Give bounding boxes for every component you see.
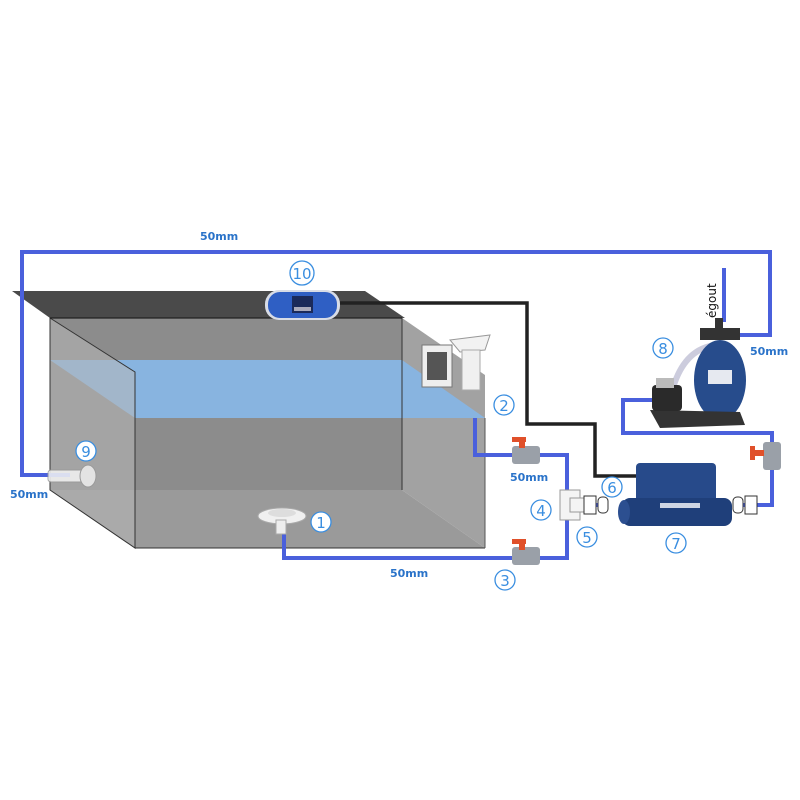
callout-8: 8 (652, 337, 674, 359)
callout-1: 1 (310, 511, 332, 533)
sand-filter-pump (650, 318, 746, 428)
control-panel (265, 290, 340, 320)
svg-text:7: 7 (671, 535, 681, 553)
callout-4: 4 (530, 499, 552, 521)
heater-to-pump-pipe (621, 398, 774, 507)
pipe-label-skimmer: 50mm (510, 471, 548, 484)
svg-text:9: 9 (81, 443, 91, 461)
control-cable (340, 301, 640, 478)
skimmer (421, 334, 491, 391)
callout-10: 10 (289, 260, 315, 286)
callout-7: 7 (665, 532, 687, 554)
pipe-label-filter: 50mm (750, 345, 788, 358)
tee-fitting (559, 489, 585, 521)
svg-text:1: 1 (316, 514, 326, 532)
callout-5: 5 (576, 526, 598, 548)
pipe-label-top: 50mm (200, 230, 238, 243)
valve-return (750, 442, 781, 470)
return-pipe (20, 250, 772, 477)
svg-text:2: 2 (499, 397, 509, 415)
callout-6: 6 (601, 476, 623, 498)
svg-text:6: 6 (607, 479, 617, 497)
svg-text:3: 3 (500, 572, 510, 590)
union-fittings (583, 495, 758, 515)
svg-text:4: 4 (536, 502, 546, 520)
water-surface (50, 360, 485, 418)
svg-text:8: 8 (658, 340, 668, 358)
drain-label: égout (705, 283, 719, 318)
svg-text:10: 10 (292, 265, 311, 283)
heater (618, 463, 732, 526)
pipe-label-left: 50mm (10, 488, 48, 501)
svg-text:5: 5 (582, 529, 592, 547)
pool (12, 291, 486, 549)
pipe-label-bottom: 50mm (390, 567, 428, 580)
jet (47, 464, 97, 488)
callout-9: 9 (75, 440, 97, 462)
valve-drain (512, 539, 540, 565)
valve-skimmer (512, 437, 540, 464)
callout-3: 3 (494, 569, 516, 591)
callout-2: 2 (493, 394, 515, 416)
main-drain (257, 507, 307, 535)
